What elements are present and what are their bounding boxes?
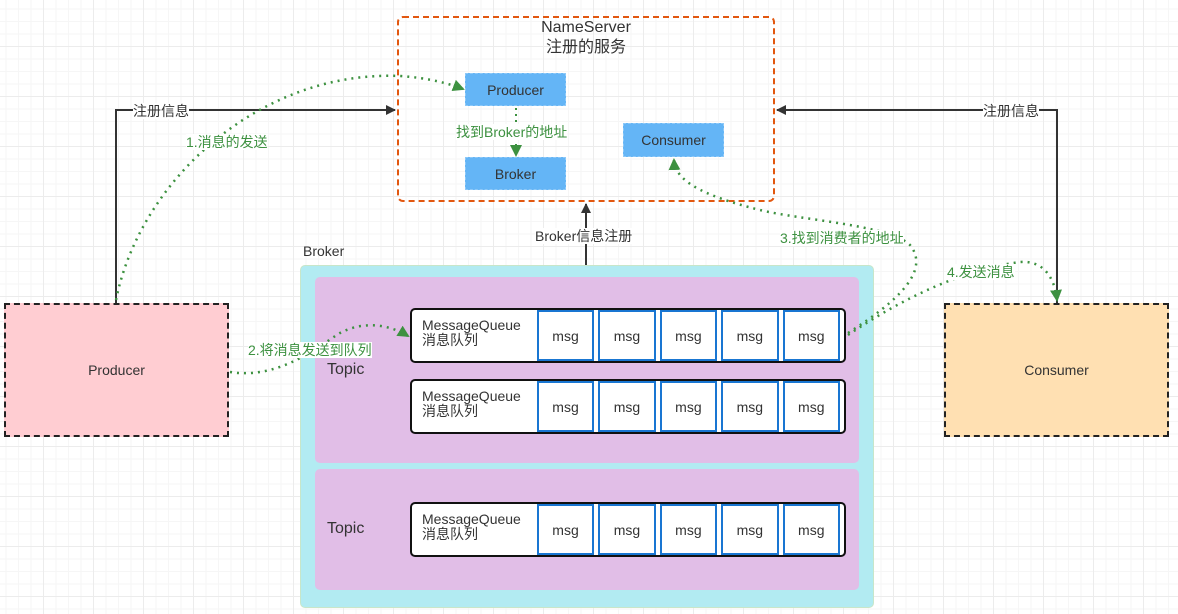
- nameserver-title-block: NameServer 注册的服务: [397, 18, 775, 58]
- consumer-register-connector: [776, 105, 1058, 303]
- message-item[interactable]: msg: [659, 381, 718, 432]
- step1-connector: [114, 74, 465, 301]
- message-item[interactable]: msg: [782, 504, 840, 555]
- message-item[interactable]: msg: [536, 504, 595, 555]
- queue-label: MessageQueue 消息队列: [412, 310, 537, 361]
- find-broker-label: 找到Broker的地址: [456, 124, 568, 140]
- message-item[interactable]: msg: [659, 504, 718, 555]
- step3-label: 3.找到消费者的地址: [780, 230, 904, 246]
- queue-subtitle: 消息队列: [422, 403, 478, 419]
- message-item[interactable]: msg: [536, 381, 595, 432]
- message-item[interactable]: msg: [782, 310, 840, 361]
- queue-title: MessageQueue: [422, 317, 521, 333]
- queue-subtitle: 消息队列: [422, 526, 478, 542]
- message-item[interactable]: msg: [721, 504, 779, 555]
- nameserver-broker-node[interactable]: Broker: [465, 157, 566, 190]
- queue-title: MessageQueue: [422, 388, 521, 404]
- consumer-node[interactable]: Consumer: [944, 303, 1169, 437]
- message-item[interactable]: msg: [536, 310, 595, 361]
- producer-register-label: 注册信息: [133, 103, 189, 119]
- message-queue[interactable]: MessageQueue 消息队列 msg msg msg msg msg: [410, 502, 846, 557]
- broker-register-label: Broker信息注册: [535, 228, 633, 244]
- message-item[interactable]: msg: [721, 381, 779, 432]
- step3-connector: [668, 158, 918, 335]
- topic-label: Topic: [327, 520, 365, 537]
- message-queue[interactable]: MessageQueue 消息队列 msg msg msg msg msg: [410, 379, 846, 434]
- topic-label: Topic: [327, 361, 365, 378]
- message-item[interactable]: msg: [598, 310, 656, 361]
- message-item[interactable]: msg: [598, 504, 656, 555]
- nameserver-producer-node[interactable]: Producer: [465, 73, 566, 106]
- queue-label: MessageQueue 消息队列: [412, 381, 537, 432]
- message-item[interactable]: msg: [721, 310, 779, 361]
- queue-label: MessageQueue 消息队列: [412, 504, 537, 555]
- consumer-register-label: 注册信息: [983, 103, 1039, 119]
- message-item[interactable]: msg: [598, 381, 656, 432]
- message-item[interactable]: msg: [782, 381, 840, 432]
- nameserver-subtitle: 注册的服务: [545, 39, 626, 56]
- queue-subtitle: 消息队列: [422, 332, 478, 348]
- message-queue[interactable]: MessageQueue 消息队列 msg msg msg msg msg: [410, 308, 846, 363]
- step1-label: 1.消息的发送: [186, 134, 268, 150]
- nameserver-title: NameServer: [541, 19, 631, 36]
- queue-title: MessageQueue: [422, 511, 521, 527]
- step2-label: 2.将消息发送到队列: [248, 342, 372, 358]
- producer-node[interactable]: Producer: [4, 303, 229, 437]
- nameserver-container[interactable]: [397, 16, 775, 202]
- nameserver-consumer-node[interactable]: Consumer: [623, 123, 724, 157]
- step4-label: 4.发送消息: [947, 264, 1015, 280]
- producer-register-connector: [115, 105, 396, 303]
- message-item[interactable]: msg: [659, 310, 718, 361]
- broker-label: Broker: [303, 243, 345, 259]
